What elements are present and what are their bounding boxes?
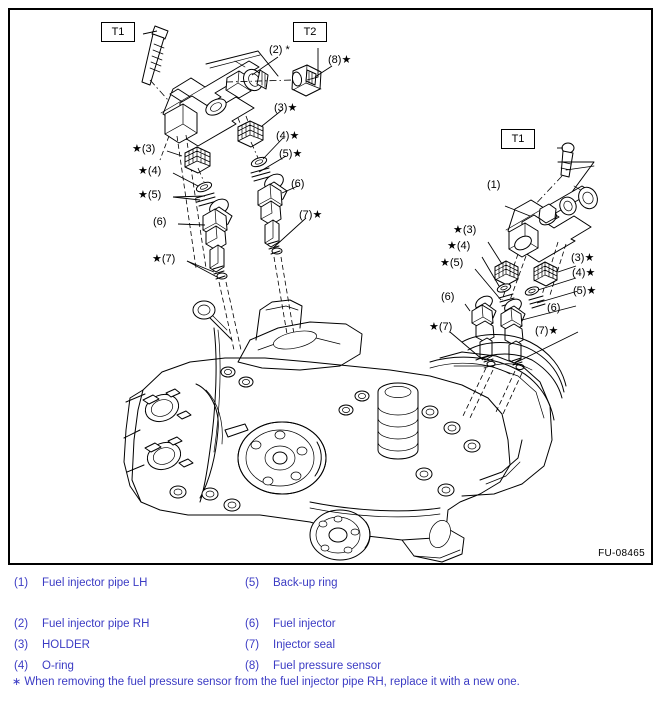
fuel-rail-right [505, 185, 598, 263]
callout-5-star-left: ★(5) [138, 189, 162, 201]
legend-label: Fuel injector pipe RH [42, 618, 150, 630]
fuel-injector-right-b [500, 298, 526, 371]
legend-number: (6) [245, 618, 260, 630]
callout-4-star-far: (4)★ [572, 267, 596, 279]
tool-box-t1-right: T1 [501, 129, 535, 149]
callout-5-star-far: (5)★ [573, 285, 597, 297]
fuel-pressure-sensor [291, 64, 322, 97]
callout-4-star-rightgrp: ★(4) [447, 240, 471, 252]
injector-seal-left [212, 265, 226, 280]
callout-7-star-mid: (7)★ [299, 209, 323, 221]
callout-3-star-far: (3)★ [571, 252, 595, 264]
legend-block: (1) Fuel injector pipe LH (2) Fuel injecto… [0, 568, 661, 703]
holder-right-b [533, 261, 558, 287]
legend-number: (2) [14, 618, 29, 630]
callout-7-star-far: (7)★ [535, 325, 559, 337]
callout-3-star-left: ★(3) [132, 143, 156, 155]
callout-3-star-mid: (3)★ [274, 102, 298, 114]
engine-block-art [123, 299, 567, 563]
legend-item-7: (7) Injector seal [245, 639, 335, 651]
legend-label: HOLDER [42, 639, 90, 651]
legend-label: Back-up ring [273, 577, 338, 589]
footnote-marker: ∗ [12, 676, 22, 688]
callout-4-star-left: ★(4) [138, 165, 162, 177]
legend-number: (7) [245, 639, 260, 651]
legend-item-8: (8) Fuel pressure sensor [245, 660, 381, 672]
callout-4-star-mid: (4)★ [276, 130, 300, 142]
callout-6-rightgrp: (6) [441, 291, 455, 303]
callout-5-star-rightgrp: ★(5) [440, 257, 464, 269]
legend-item-2: (2) Fuel injector pipe RH [14, 618, 149, 630]
callout-3-star-rightgrp: ★(3) [453, 224, 477, 236]
figure-reference-code: FU-08465 [598, 548, 645, 559]
legend-item-4: (4) O-ring [14, 660, 74, 672]
callout-2-asterisk: (2) * [269, 44, 290, 56]
legend-item-6: (6) Fuel injector [245, 618, 336, 630]
tool-box-label: T2 [303, 26, 317, 38]
callout-6-mid: (6) [291, 178, 305, 190]
oil-filter [377, 382, 419, 460]
legend-label: Fuel injector pipe LH [42, 577, 148, 589]
legend-number: (5) [245, 577, 260, 589]
legend-label: O-ring [42, 660, 74, 672]
bolt-left-t1 [141, 25, 169, 86]
tool-box-t1-left: T1 [101, 22, 135, 42]
callout-6-far: (6) [547, 302, 561, 314]
accessory-pulley [309, 509, 371, 561]
callout-7-star-left: ★(7) [152, 253, 176, 265]
callout-6-left: (6) [153, 216, 167, 228]
fuel-rail-left [160, 60, 269, 147]
legend-item-1: (1) Fuel injector pipe LH [14, 577, 147, 589]
tool-box-label: T1 [111, 26, 125, 38]
legend-item-5: (5) Back-up ring [245, 577, 338, 589]
bolt-right-t1 [560, 142, 575, 178]
legend-item-3: (3) HOLDER [14, 639, 90, 651]
callout-1-right: (1) [487, 179, 501, 191]
engine-exploded-diagram: .ln{fill:none;stroke:#000;stroke-width:1… [10, 10, 651, 563]
legend-number: (4) [14, 660, 29, 672]
crank-pulley [237, 421, 327, 495]
tool-box-t2-top: T2 [293, 22, 327, 42]
legend-label: Fuel pressure sensor [273, 660, 382, 672]
callout-8-star: (8)★ [328, 54, 352, 66]
holder-right-a [494, 260, 519, 286]
fuel-injector-left [202, 198, 233, 280]
legend-number: (8) [245, 660, 260, 672]
legend-footnote: ∗ When removing the fuel pressure sensor… [12, 675, 520, 688]
legend-label: Fuel injector [273, 618, 336, 630]
legend-number: (1) [14, 577, 29, 589]
footnote-text: When removing the fuel pressure sensor f… [24, 676, 520, 688]
backup-ring-right-b [528, 295, 546, 309]
figure-frame: .ln{fill:none;stroke:#000;stroke-width:1… [8, 8, 653, 565]
legend-number: (3) [14, 639, 29, 651]
dipstick [192, 300, 233, 341]
callout-5-star-mid: (5)★ [279, 148, 303, 160]
holder-left [184, 146, 211, 174]
tool-box-label: T1 [511, 133, 525, 145]
holder-mid [237, 120, 264, 148]
legend-label: Injector seal [273, 639, 336, 651]
callout-7-star-rightgrp: ★(7) [429, 321, 453, 333]
fuel-injector-mid [257, 173, 288, 255]
